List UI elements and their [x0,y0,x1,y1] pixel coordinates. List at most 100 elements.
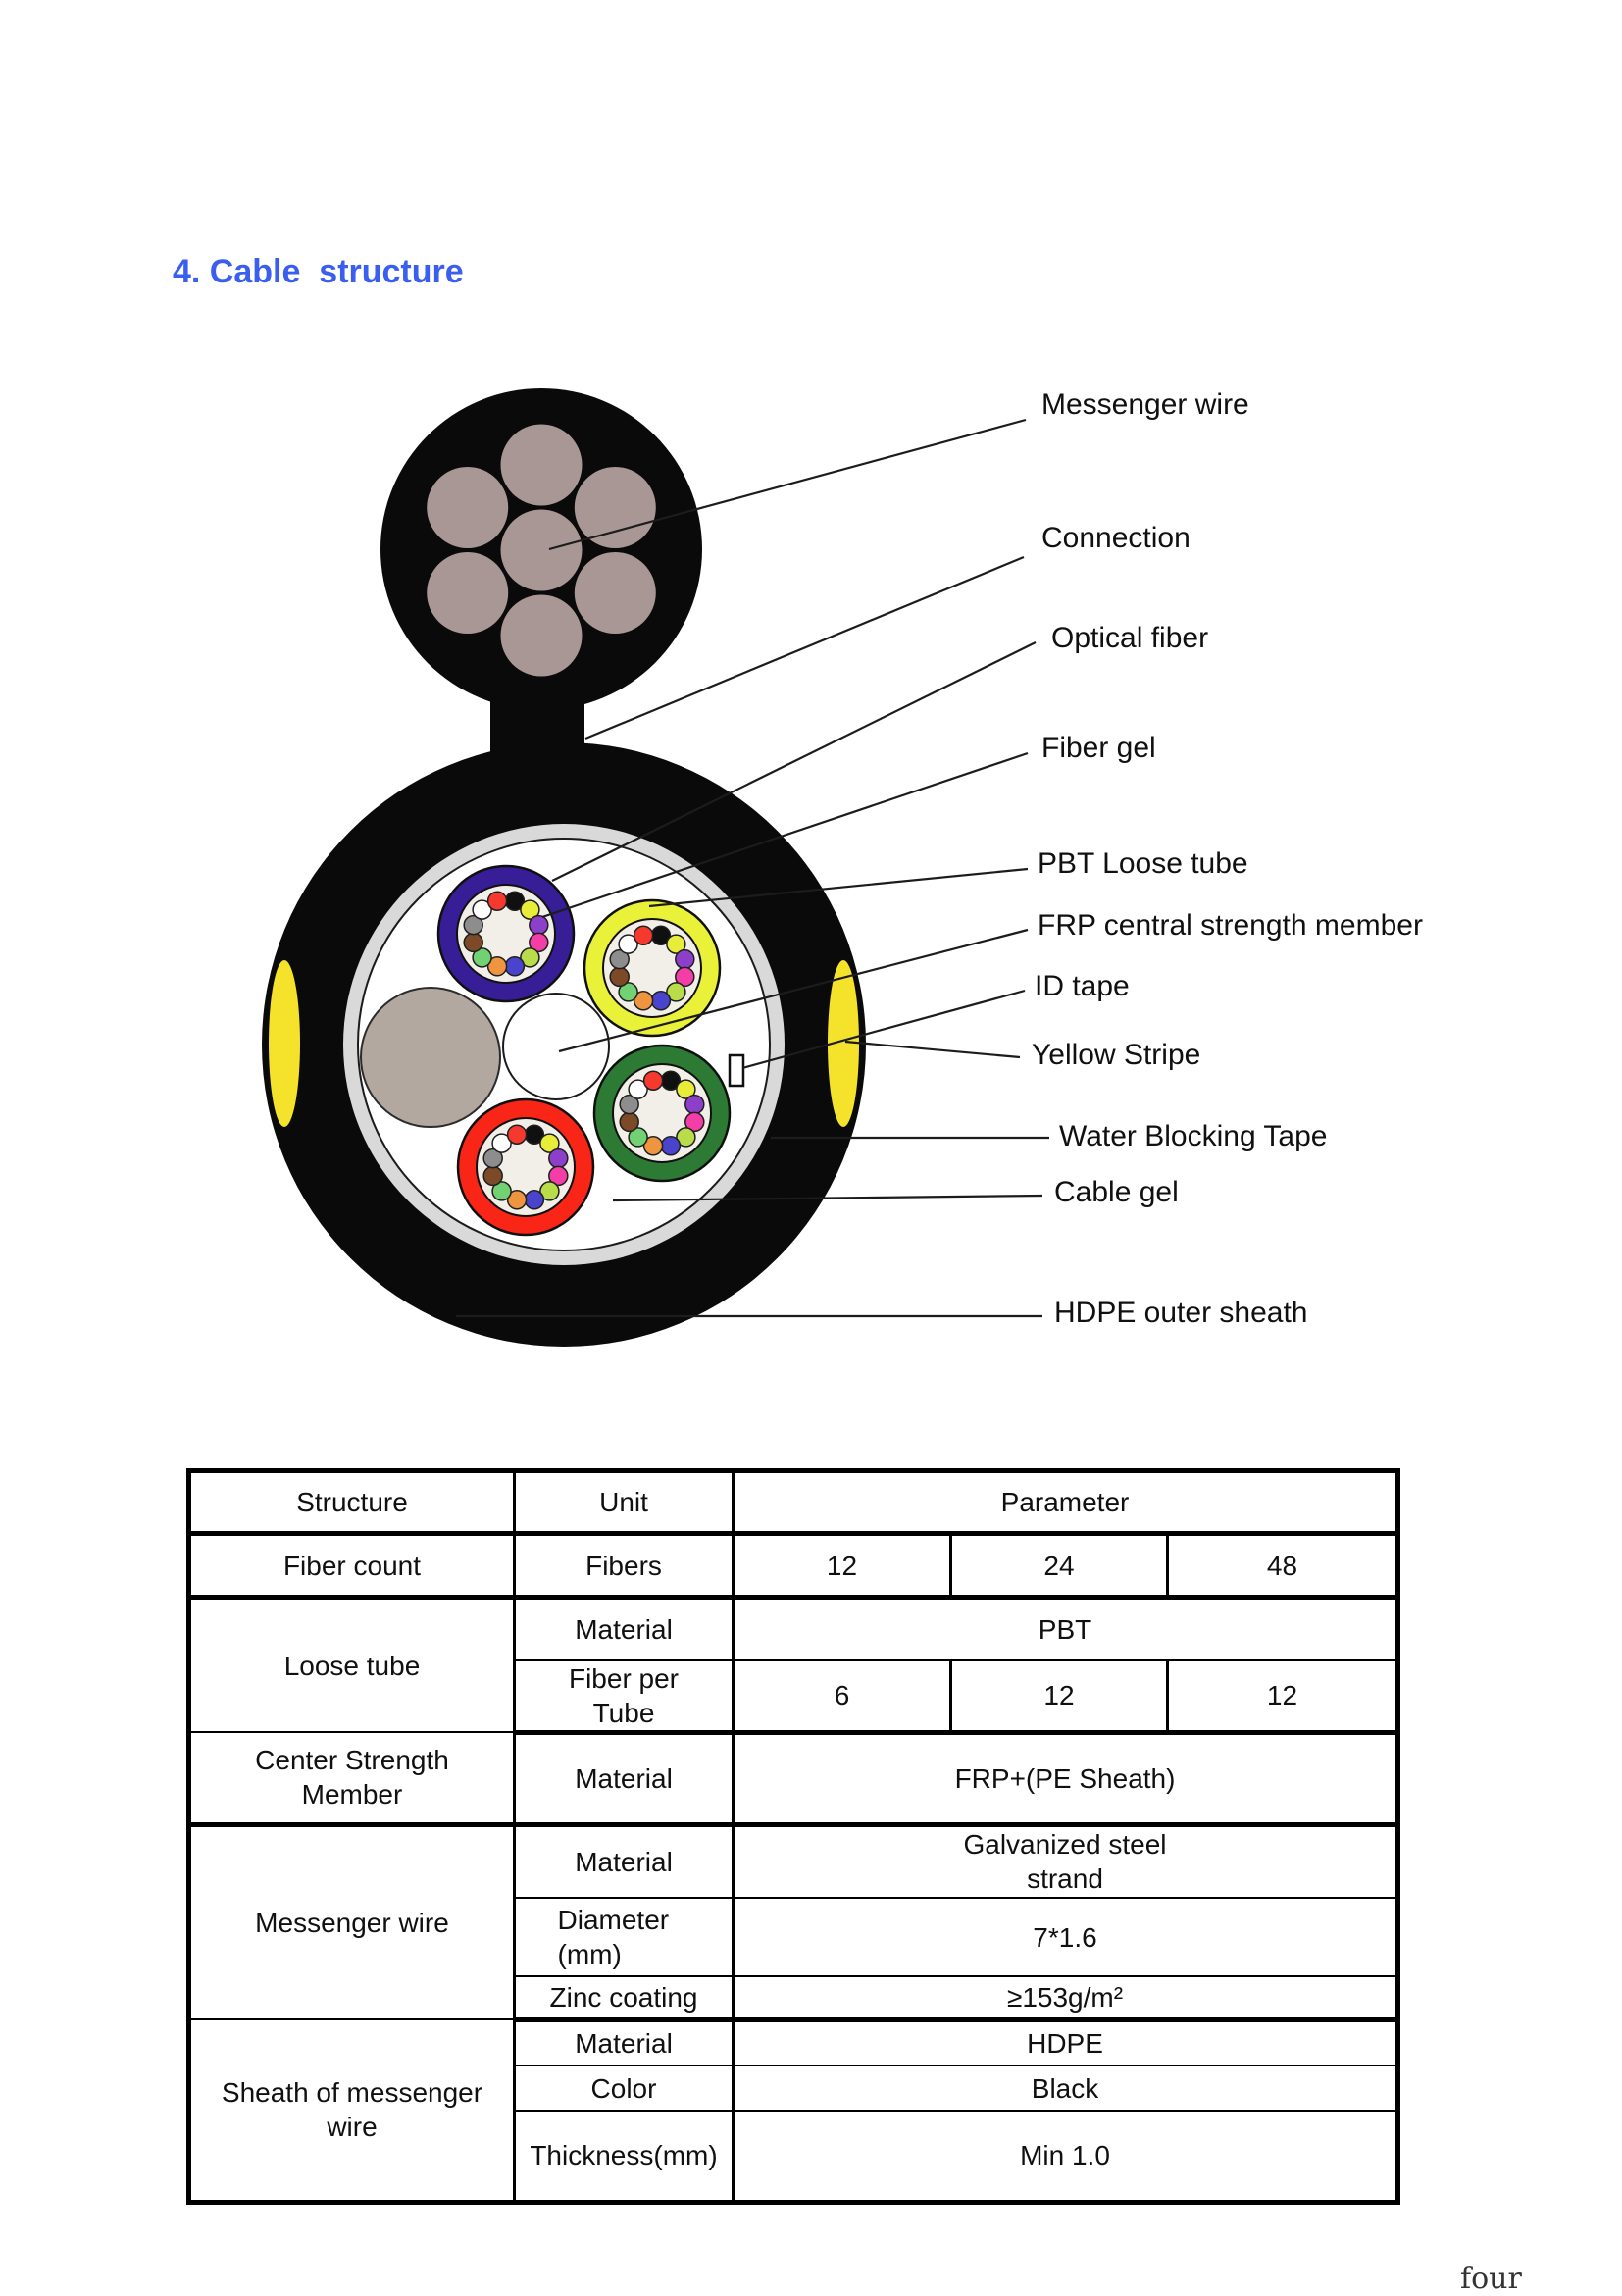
cell-fpt-12a: 12 [949,1658,1169,1735]
filler-rod [360,987,501,1128]
cell-diameter-label: Diameter (mm) [513,1897,735,1977]
cell-center-strength: Center Strength Member [187,1731,516,1827]
fiber-dot [633,925,654,945]
table-row-messenger-material: Messenger wire Material Galvanized steel… [187,1823,1399,2020]
steel-strand [574,467,656,548]
steel-strand [500,594,583,677]
fiber-dot [463,914,483,936]
frp-central-member-circle [502,993,610,1100]
fiber-dot [619,1094,639,1115]
center-strength-text: Center Strength Member [255,1745,449,1811]
cell-zinc-value: ≥153g/m² [732,1975,1399,2022]
cell-fiber-count: Fiber count [187,1532,516,1600]
leader-line-id-tape [741,989,1026,1070]
cell-fibers-unit: Fibers [513,1532,735,1600]
cell-sheath-of-messenger: Sheath of messenger wire [187,2018,516,2203]
diagram-label-id-tape: ID tape [1035,970,1130,1002]
table-row-sheath-material: Sheath of messenger wire Material HDPE [187,2018,1399,2203]
table-row-loose-tube-material: Loose tube Material PBT [187,1596,1399,1733]
fiber-dot [472,947,492,968]
cell-sheath-material: HDPE [732,2018,1399,2066]
fiber-dot [463,932,483,953]
header-unit: Unit [513,1469,735,1536]
yellow-stripe-mark [828,960,859,1127]
fiber-dot [650,991,672,1011]
leader-line-optical-fiber [551,641,1037,882]
diameter-label-text: Diameter (mm) [557,1905,670,1969]
fiber-dot [618,934,638,954]
cell-loose-tube-material: PBT [732,1596,1399,1661]
fiber-dot [524,1190,545,1210]
fiber-dot [539,1133,560,1153]
fiber-dot [628,1079,648,1099]
fiber-dot [676,1127,696,1148]
leader-line-messenger-wire [548,418,1027,551]
fiber-dot [482,1148,503,1169]
diagram-label-yellow-stripe: Yellow Stripe [1032,1039,1200,1071]
leader-line-frp-central-member [558,928,1029,1053]
fiber-dot [642,1070,664,1091]
table-row-sheath-thickness: Thickness(mm) Min 1.0 [189,2110,1399,2203]
page-title: 4. Cable structure [173,253,464,290]
table-row-fiber-per-tube: Fiber per Tube 6 12 12 [189,1658,1399,1735]
fiber-dot [486,956,508,977]
fiber-dot [676,1079,696,1099]
leader-line-connection [584,555,1025,740]
fiber-dot [491,1181,512,1201]
cell-count-24: 24 [949,1532,1169,1600]
yellow-stripe-mark [269,960,300,1127]
fiber-dot [618,982,638,1002]
fiber-dot [666,934,686,954]
cell-thickness-value: Min 1.0 [732,2110,1399,2203]
cell-count-48: 48 [1166,1532,1399,1600]
diagram-label-water-blocking-tape: Water Blocking Tape [1059,1120,1327,1152]
steel-strand [500,424,583,506]
fiber-dot [548,1165,569,1187]
table-row-messenger-diameter: Diameter (mm) 7*1.6 [189,1897,1399,1977]
leader-line-fiber-gel [541,751,1029,919]
fiber-dot [472,899,492,920]
cell-diameter-value: 7*1.6 [732,1897,1399,1977]
page-number: four [1460,2262,1522,2296]
fiber-dot [666,982,686,1002]
table-header-row: Structure Unit Parameter [187,1469,1399,1536]
leader-line-cable-gel [612,1194,1043,1202]
diagram-label-hdpe-outer-sheath: HDPE outer sheath [1054,1297,1307,1329]
fiber-dot [520,947,540,968]
fiber-dot [486,891,508,911]
fiber-dot [675,966,695,988]
fiber-dot [675,948,695,970]
cell-color-value: Black [732,2065,1399,2112]
spec-table-wrap: Structure Unit Parameter Fiber count Fib… [186,1468,1400,2205]
diagram-label-fiber-gel: Fiber gel [1041,732,1156,764]
fiber-dot [529,932,549,953]
fiber-dot [633,991,654,1011]
spec-table: Structure Unit Parameter Fiber count Fib… [186,1468,1400,2205]
cell-count-12: 12 [732,1532,952,1600]
leader-line-yellow-stripe [844,1040,1021,1059]
diagram-label-optical-fiber: Optical fiber [1051,622,1208,654]
table-row-messenger-zinc: Zinc coating ≥153g/m² [189,1975,1399,2022]
steel-strand [574,552,656,634]
cell-sheath-material-label: Material [513,2018,735,2066]
fiber-dot [628,1127,648,1148]
diagram-label-messenger-wire: Messenger wire [1041,388,1249,421]
sheath-structure-text: Sheath of messenger wire [221,2077,483,2143]
fiber-dot [609,966,630,988]
fiber-dot [619,1111,639,1133]
header-structure: Structure [187,1469,516,1536]
fiber-dot [548,1148,569,1169]
steel-strand [500,509,583,591]
fiber-dot [520,899,540,920]
steel-strand [427,552,509,634]
fiber-dot [539,1181,560,1201]
diagram-label-connection: Connection [1041,522,1191,554]
cell-loose-tube-material-label: Material [513,1596,735,1661]
table-row-center-strength: Center Strength Member Material FRP+(PE … [187,1731,1399,1827]
diagram-label-cable-gel: Cable gel [1054,1176,1179,1208]
cell-zinc-label: Zinc coating [513,1975,735,2022]
fiber-dot [642,1136,664,1156]
cell-csm-material-label: Material [513,1731,735,1827]
